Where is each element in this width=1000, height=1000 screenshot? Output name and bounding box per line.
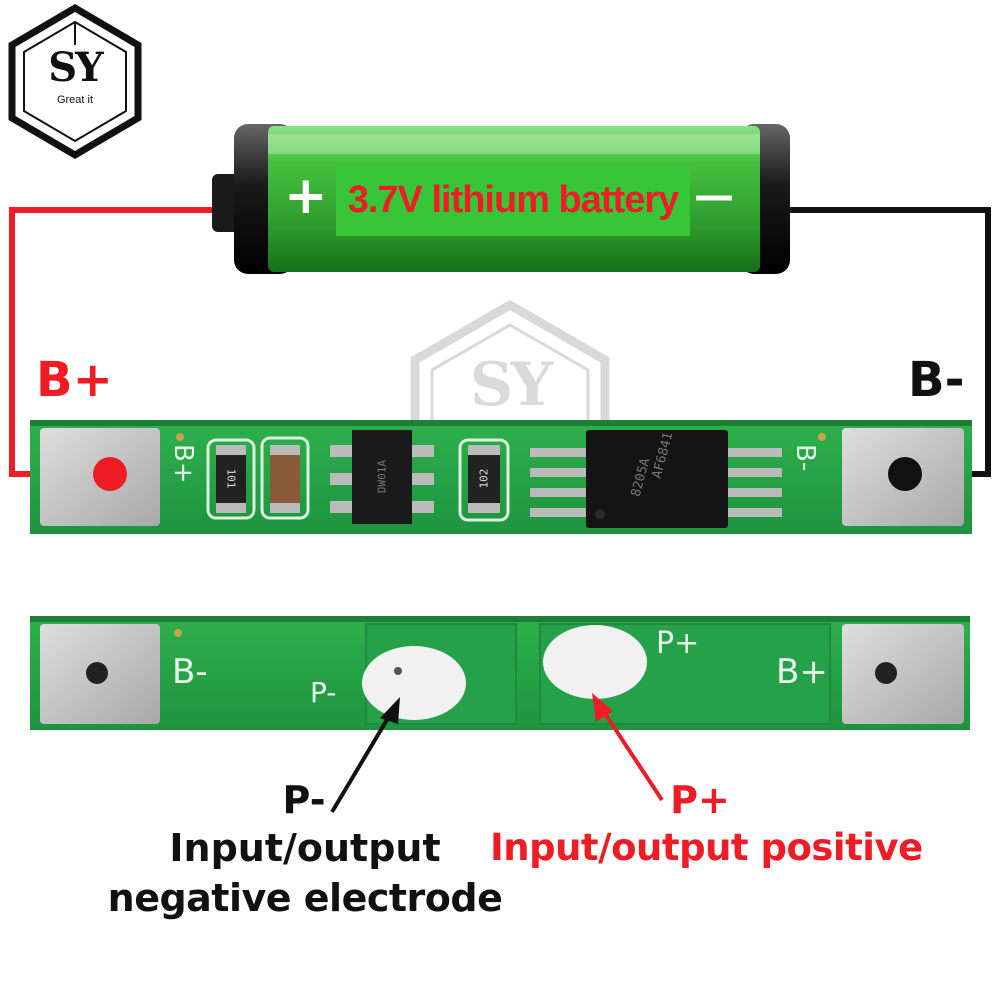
pminus-arrow [330, 697, 400, 814]
bplus-terminal-dot [93, 457, 127, 491]
resistor2-code: 102 [477, 468, 491, 489]
pplus-title: P+ [670, 778, 730, 822]
pminus-pad [362, 646, 466, 720]
pminus-caption-line2: negative electrode [107, 876, 503, 920]
pminus-title: P- [282, 778, 326, 822]
logo-tagline: Great it [56, 94, 94, 106]
small-ic-marking: DW01A [375, 459, 389, 494]
top-silk-bminus: B- [790, 444, 820, 472]
battery-minus-sign: — [694, 173, 734, 219]
resistor1-code: 101 [224, 468, 238, 489]
pplus-arrow [592, 693, 664, 802]
pminus-caption-line1: Input/output [169, 826, 441, 870]
bplus-label: B+ [36, 352, 113, 408]
top-silk-bplus: B+ [168, 444, 198, 484]
bottom-silk-pplus: P+ [656, 626, 700, 661]
battery-cell [212, 124, 790, 274]
bottom-silk-pminus: P- [310, 676, 337, 709]
bottom-silk-bminus: B- [172, 652, 208, 692]
top-pcb [30, 420, 972, 534]
bminus-terminal-dot [888, 457, 922, 491]
pplus-caption: Input/output positive [490, 826, 923, 869]
battery-plus-sign: + [284, 166, 328, 226]
brand-logo [8, 3, 142, 160]
battery-label: 3.7V lithium battery [347, 179, 680, 221]
logo-letters: SY [48, 44, 103, 91]
bminus-label: B- [908, 352, 965, 408]
watermark-letters: SY [469, 350, 553, 420]
bottom-silk-bplus: B+ [776, 652, 828, 692]
pplus-pad [543, 625, 647, 699]
bottom-pcb [30, 616, 970, 730]
